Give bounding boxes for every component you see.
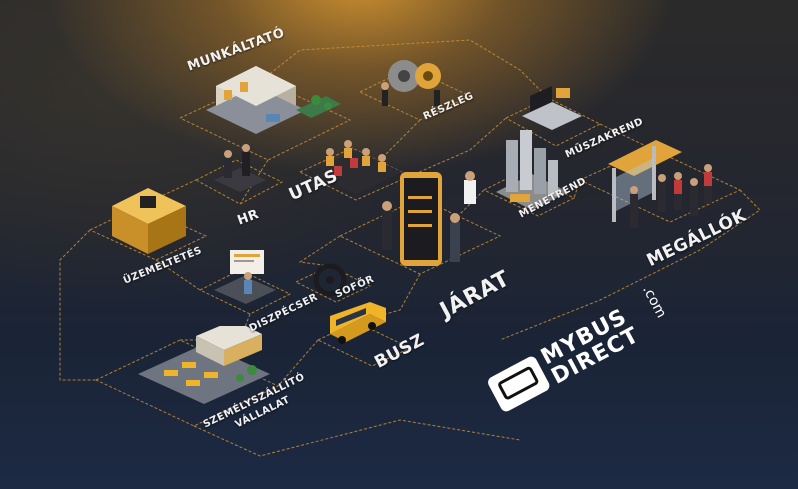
link-jarat-sofor	[298, 235, 341, 267]
link-uzem-disz	[155, 259, 201, 291]
diszpecser-outline	[199, 269, 292, 315]
bus-stop-illustration	[608, 140, 712, 228]
jarat-outline	[339, 197, 502, 275]
server-illustration	[112, 188, 186, 254]
link-utas-muszak	[409, 117, 507, 177]
link-muszak-megallok	[599, 123, 651, 149]
bus-illustration	[330, 302, 386, 344]
passengers-illustration	[310, 140, 402, 194]
depot-illustration	[138, 326, 270, 404]
link-outer-right	[499, 189, 761, 341]
buildings-illustration	[496, 130, 568, 210]
link-outer-bottom	[193, 419, 521, 457]
link-megallok-jarat	[573, 179, 581, 199]
warehouse-illustration	[206, 66, 341, 134]
hr-outline	[195, 159, 284, 205]
link-outer-left	[59, 229, 96, 381]
steering-wheel-icon	[313, 263, 347, 297]
dispatcher-illustration	[214, 250, 276, 304]
laptop-illustration	[522, 86, 582, 130]
hr-illustration	[214, 144, 266, 192]
link-top-arc	[261, 39, 549, 99]
gears-illustration	[381, 60, 441, 106]
link-busz-szemely	[277, 339, 319, 387]
busz-outline	[317, 321, 412, 367]
link-reszleg-utas	[379, 119, 421, 161]
phone-app-illustration	[382, 171, 476, 266]
